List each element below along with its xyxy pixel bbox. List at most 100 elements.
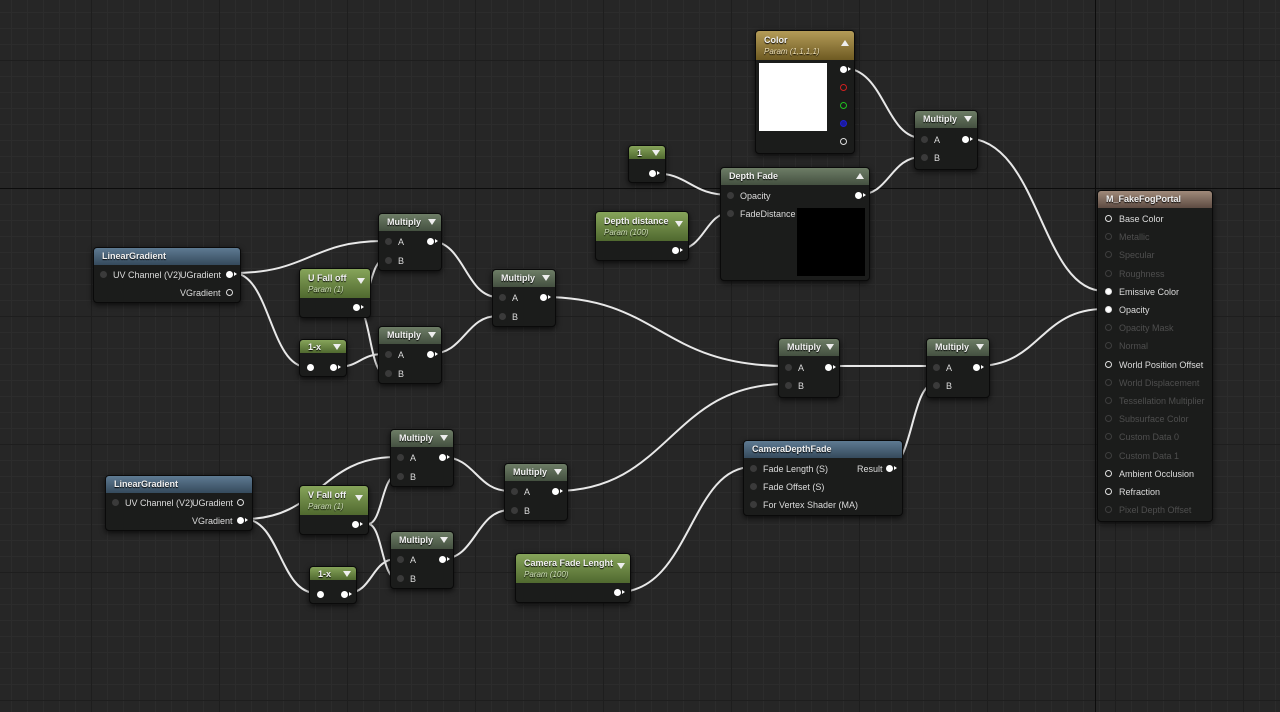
output-pin-vgradient[interactable] bbox=[226, 289, 233, 296]
input-pin-fade-distance[interactable] bbox=[727, 210, 734, 217]
output-pin[interactable] bbox=[614, 589, 625, 596]
input-pin-b[interactable] bbox=[499, 313, 506, 320]
material-input-pin[interactable] bbox=[1105, 233, 1112, 241]
material-input-pin[interactable] bbox=[1105, 415, 1112, 423]
constant-node[interactable]: 1 bbox=[628, 145, 666, 183]
input-pin-b[interactable] bbox=[397, 575, 404, 582]
node-header[interactable]: Multiply bbox=[391, 430, 453, 447]
output-pin[interactable] bbox=[552, 488, 563, 495]
material-input-pin[interactable] bbox=[1105, 433, 1112, 441]
material-input-pin[interactable] bbox=[1105, 378, 1112, 386]
material-input-pin[interactable] bbox=[1105, 287, 1112, 295]
input-pin-b[interactable] bbox=[511, 507, 518, 514]
node-header[interactable]: M_FakeFogPortal bbox=[1098, 191, 1212, 208]
material-input-pin[interactable] bbox=[1105, 342, 1112, 350]
output-pin[interactable] bbox=[353, 304, 364, 311]
expand-arrow-icon[interactable] bbox=[440, 537, 448, 543]
output-pin[interactable] bbox=[341, 591, 352, 598]
node-header[interactable]: 1-x bbox=[300, 340, 346, 353]
one-minus-node[interactable]: 1-x bbox=[309, 566, 357, 604]
output-pin-ugradient[interactable] bbox=[226, 271, 237, 278]
expand-arrow-icon[interactable] bbox=[440, 435, 448, 441]
input-pin-a[interactable] bbox=[385, 351, 392, 358]
node-header[interactable]: Depth Fade bbox=[721, 168, 869, 185]
node-header[interactable]: Multiply bbox=[927, 339, 989, 356]
input-pin-a[interactable] bbox=[511, 488, 518, 495]
multiply-node[interactable]: Multiply A B bbox=[504, 463, 568, 521]
output-pin[interactable] bbox=[330, 364, 341, 371]
one-minus-node[interactable]: 1-x bbox=[299, 339, 347, 377]
output-pin[interactable] bbox=[855, 192, 866, 199]
multiply-node[interactable]: Multiply A B bbox=[492, 269, 556, 327]
camera-depth-fade-node[interactable]: CameraDepthFade Fade Length (S) Result F… bbox=[743, 440, 903, 516]
input-pin-a[interactable] bbox=[933, 364, 940, 371]
output-pin[interactable] bbox=[962, 136, 973, 143]
input-pin-fade-length[interactable] bbox=[750, 465, 757, 472]
output-pin-a[interactable] bbox=[840, 138, 847, 145]
output-pin[interactable] bbox=[825, 364, 836, 371]
material-input-pin[interactable] bbox=[1105, 251, 1112, 259]
node-header[interactable]: CameraDepthFade bbox=[744, 441, 902, 458]
output-pin[interactable] bbox=[973, 364, 984, 371]
linear-gradient-node[interactable]: LinearGradient UV Channel (V2) UGradient… bbox=[105, 475, 253, 531]
expand-arrow-icon[interactable] bbox=[428, 332, 436, 338]
expand-arrow-icon[interactable] bbox=[355, 495, 363, 501]
node-header[interactable]: Multiply bbox=[379, 327, 441, 344]
material-input-pin[interactable] bbox=[1105, 360, 1112, 368]
input-pin-fade-offset[interactable] bbox=[750, 483, 757, 490]
material-input-pin[interactable] bbox=[1105, 397, 1112, 404]
node-header[interactable]: 1-x bbox=[310, 567, 356, 580]
multiply-node[interactable]: Multiply A B bbox=[926, 338, 990, 398]
output-pin[interactable] bbox=[540, 294, 551, 301]
node-header[interactable]: LinearGradient bbox=[106, 476, 252, 493]
output-pin-ugradient[interactable] bbox=[237, 499, 244, 506]
output-pin[interactable] bbox=[672, 247, 683, 254]
node-header[interactable]: Multiply bbox=[779, 339, 839, 356]
multiply-node[interactable]: Multiply A B bbox=[914, 110, 978, 170]
output-pin[interactable] bbox=[427, 238, 438, 245]
expand-arrow-icon[interactable] bbox=[333, 344, 341, 350]
expand-arrow-icon[interactable] bbox=[652, 150, 660, 156]
material-input-pin[interactable] bbox=[1105, 488, 1112, 495]
input-pin[interactable] bbox=[317, 591, 324, 598]
multiply-node[interactable]: Multiply A B bbox=[778, 338, 840, 398]
expand-arrow-icon[interactable] bbox=[542, 275, 550, 281]
output-pin[interactable] bbox=[649, 170, 660, 177]
expand-arrow-icon[interactable] bbox=[675, 221, 683, 227]
expand-arrow-icon[interactable] bbox=[826, 344, 834, 350]
output-pin-vgradient[interactable] bbox=[237, 517, 248, 524]
linear-gradient-node[interactable]: LinearGradient UV Channel (V2) UGradient… bbox=[93, 247, 241, 303]
material-input-pin[interactable] bbox=[1105, 324, 1112, 332]
output-pin-b[interactable] bbox=[840, 120, 847, 127]
depth-fade-node[interactable]: Depth Fade Opacity FadeDistance bbox=[720, 167, 870, 281]
node-header[interactable]: LinearGradient bbox=[94, 248, 240, 265]
expand-arrow-icon[interactable] bbox=[617, 563, 625, 569]
input-pin-a[interactable] bbox=[921, 136, 928, 143]
output-pin-r[interactable] bbox=[840, 84, 847, 91]
input-pin-uv[interactable] bbox=[112, 499, 119, 506]
input-pin-a[interactable] bbox=[385, 238, 392, 245]
input-pin-a[interactable] bbox=[397, 454, 404, 461]
multiply-node[interactable]: Multiply A B bbox=[378, 213, 442, 271]
material-input-pin[interactable] bbox=[1105, 215, 1112, 222]
node-header[interactable]: Multiply bbox=[505, 464, 567, 481]
multiply-node[interactable]: Multiply A B bbox=[390, 429, 454, 487]
input-pin-uv[interactable] bbox=[100, 271, 107, 278]
output-pin-result[interactable] bbox=[886, 465, 897, 472]
material-input-pin[interactable] bbox=[1105, 306, 1112, 313]
output-pin-g[interactable] bbox=[840, 102, 847, 109]
output-pin[interactable] bbox=[439, 454, 450, 461]
expand-arrow-icon[interactable] bbox=[554, 469, 562, 475]
input-pin-a[interactable] bbox=[397, 556, 404, 563]
multiply-node[interactable]: Multiply A B bbox=[390, 531, 454, 589]
material-input-pin[interactable] bbox=[1105, 506, 1112, 514]
